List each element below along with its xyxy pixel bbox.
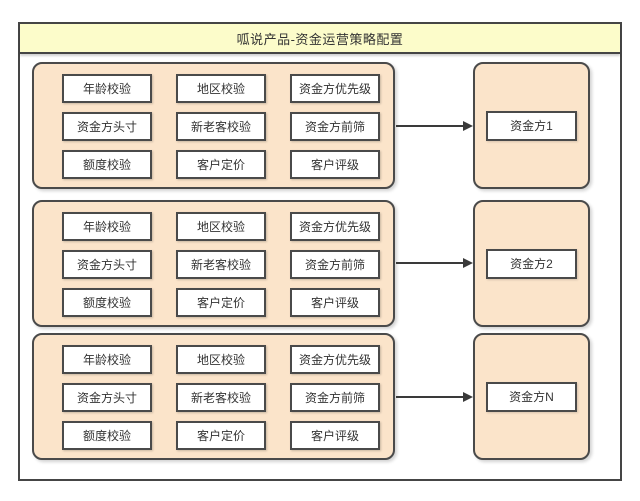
strategy-node-quota-check: 额度校验 <box>62 421 152 450</box>
strategy-node-funder-prescreen: 资金方前筛 <box>290 112 380 141</box>
diagram-body: 年龄校验 地区校验 资金方优先级 资金方头寸 新老客校验 资金方前筛 额度校验 … <box>20 54 620 479</box>
strategy-node-funder-position: 资金方头寸 <box>62 250 152 279</box>
strategy-node-new-old-customer-check: 新老客校验 <box>176 250 266 279</box>
strategy-node-quota-check: 额度校验 <box>62 150 152 179</box>
strategy-node-customer-rating: 客户评级 <box>290 421 380 450</box>
strategy-node-funder-priority: 资金方优先级 <box>290 345 380 374</box>
arrow-line <box>396 262 464 264</box>
strategy-node-customer-pricing: 客户定价 <box>176 288 266 317</box>
strategy-panel-3: 年龄校验 地区校验 资金方优先级 资金方头寸 新老客校验 资金方前筛 额度校验 … <box>32 333 395 460</box>
strategy-node-region-check: 地区校验 <box>176 212 266 241</box>
diagram-title: 呱说产品-资金运营策略配置 <box>20 24 620 54</box>
strategy-node-funder-prescreen: 资金方前筛 <box>290 383 380 412</box>
funder-node-2: 资金方2 <box>486 248 577 279</box>
arrow-head-icon <box>463 392 473 402</box>
strategy-node-region-check: 地区校验 <box>176 345 266 374</box>
arrow-head-icon <box>463 258 473 268</box>
strategy-node-customer-pricing: 客户定价 <box>176 421 266 450</box>
strategy-node-funder-priority: 资金方优先级 <box>290 212 380 241</box>
strategy-node-funder-priority: 资金方优先级 <box>290 74 380 103</box>
strategy-node-funder-position: 资金方头寸 <box>62 112 152 141</box>
strategy-node-customer-pricing: 客户定价 <box>176 150 266 179</box>
funder-panel-n: 资金方N <box>473 333 590 460</box>
strategy-config-frame: 呱说产品-资金运营策略配置 年龄校验 地区校验 资金方优先级 资金方头寸 新老客… <box>18 22 622 481</box>
strategy-node-new-old-customer-check: 新老客校验 <box>176 112 266 141</box>
connector-arrow-3 <box>396 392 473 402</box>
arrow-line <box>396 396 464 398</box>
strategy-node-funder-prescreen: 资金方前筛 <box>290 250 380 279</box>
strategy-node-quota-check: 额度校验 <box>62 288 152 317</box>
funder-panel-1: 资金方1 <box>473 62 590 189</box>
funder-node-1: 资金方1 <box>486 110 577 141</box>
strategy-node-age-check: 年龄校验 <box>62 212 152 241</box>
arrow-head-icon <box>463 121 473 131</box>
strategy-node-customer-rating: 客户评级 <box>290 288 380 317</box>
arrow-line <box>396 125 464 127</box>
strategy-node-new-old-customer-check: 新老客校验 <box>176 383 266 412</box>
connector-arrow-2 <box>396 258 473 268</box>
strategy-panel-2: 年龄校验 地区校验 资金方优先级 资金方头寸 新老客校验 资金方前筛 额度校验 … <box>32 200 395 327</box>
strategy-node-customer-rating: 客户评级 <box>290 150 380 179</box>
strategy-node-age-check: 年龄校验 <box>62 74 152 103</box>
strategy-node-age-check: 年龄校验 <box>62 345 152 374</box>
strategy-node-region-check: 地区校验 <box>176 74 266 103</box>
funder-panel-2: 资金方2 <box>473 200 590 327</box>
funder-node-n: 资金方N <box>486 381 577 412</box>
connector-arrow-1 <box>396 121 473 131</box>
strategy-node-funder-position: 资金方头寸 <box>62 383 152 412</box>
strategy-panel-1: 年龄校验 地区校验 资金方优先级 资金方头寸 新老客校验 资金方前筛 额度校验 … <box>32 62 395 189</box>
